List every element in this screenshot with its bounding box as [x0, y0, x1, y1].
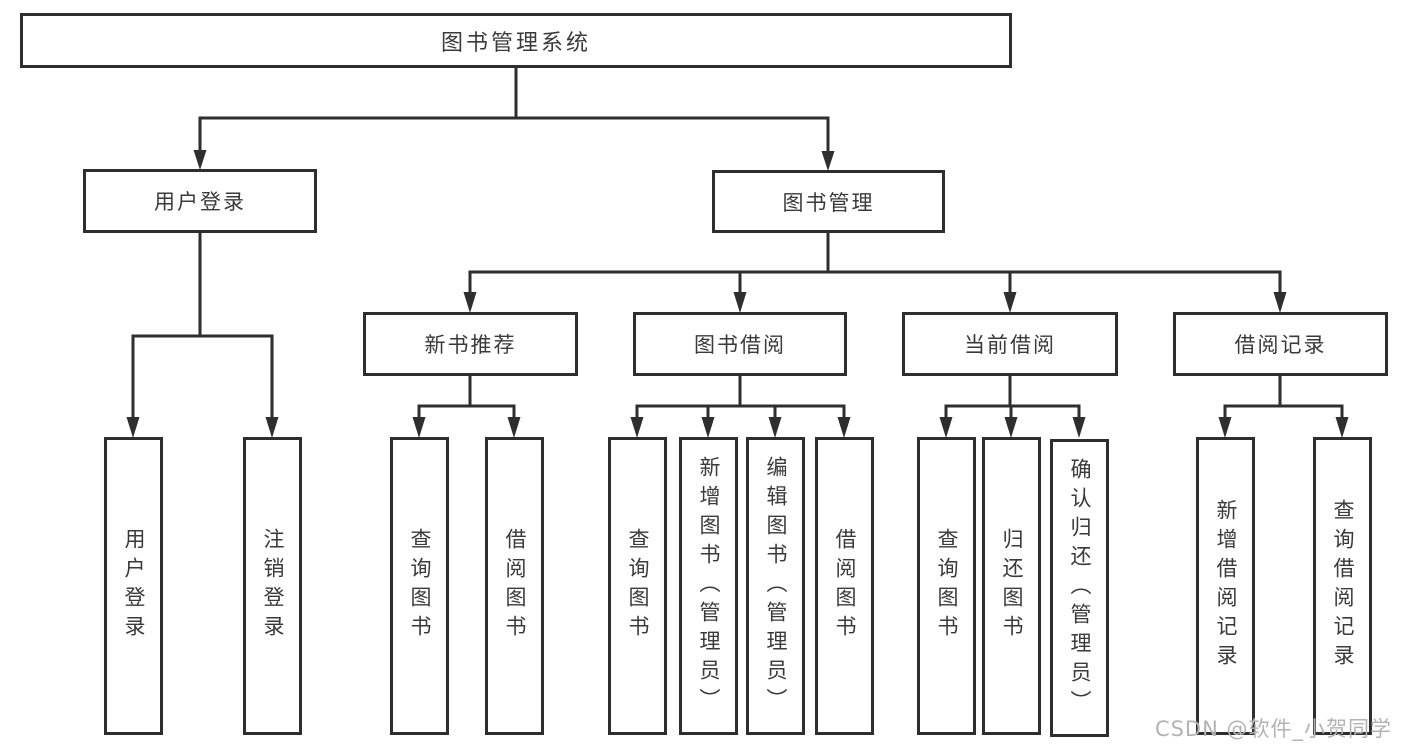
leaf-return-books: 归还图书 [982, 437, 1041, 735]
leaf-borrow-books-label: 借阅图书 [833, 528, 857, 644]
leaf-query-books-borrow-label: 查询图书 [626, 528, 650, 644]
connector-new-book-recommend-to-leaves [412, 374, 521, 438]
node-library-management-system: 图书管理系统 [20, 13, 1012, 68]
leaf-borrow-books: 借阅图书 [815, 437, 874, 735]
leaf-query-books-current: 查询图书 [917, 437, 976, 735]
leaf-query-books-current-label: 查询图书 [935, 528, 959, 644]
csdn-watermark: CSDN @软件_小贺同学 [1154, 717, 1392, 741]
leaf-add-borrow-record: 新增借阅记录 [1196, 437, 1255, 735]
node-book-borrowing: 图书借阅 [633, 312, 847, 376]
leaf-add-books-admin: 新增图书（管理员） [679, 437, 738, 735]
leaf-logout-login-label: 注销登录 [261, 528, 285, 644]
node-new-book-recommend: 新书推荐 [363, 312, 578, 376]
leaf-return-books-label: 归还图书 [1000, 528, 1024, 644]
leaf-user-login-label: 用户登录 [122, 528, 146, 644]
node-library-management-system-label: 图书管理系统 [440, 30, 591, 56]
leaf-user-login: 用户登录 [104, 437, 163, 735]
connector-user-login-to-leaves [126, 231, 279, 438]
leaf-edit-books-admin-label: 编辑图书（管理员） [764, 455, 788, 717]
connector-borrowing-records-to-leaves [1218, 374, 1349, 438]
leaf-edit-books-admin: 编辑图书（管理员） [746, 437, 805, 735]
leaf-borrow-books-recommend-label: 借阅图书 [503, 528, 527, 644]
connector-book-management-to-level3 [463, 231, 1287, 313]
leaf-add-borrow-record-label: 新增借阅记录 [1214, 499, 1238, 673]
node-new-book-recommend-label: 新书推荐 [424, 333, 517, 357]
node-current-borrowing: 当前借阅 [902, 312, 1118, 376]
leaf-query-books-borrow: 查询图书 [608, 437, 667, 735]
leaf-query-books-recommend: 查询图书 [390, 437, 449, 735]
node-book-borrowing-label: 图书借阅 [694, 333, 786, 357]
connector-current-borrowing-to-leaves [939, 374, 1086, 438]
node-borrowing-records-label: 借阅记录 [1234, 333, 1327, 357]
leaf-confirm-return-admin-label: 确认归还（管理员） [1068, 457, 1092, 719]
leaf-logout-login: 注销登录 [243, 437, 302, 735]
node-book-management: 图书管理 [712, 170, 945, 233]
leaf-confirm-return-admin: 确认归还（管理员） [1050, 439, 1109, 737]
connector-book-borrowing-to-leaves [630, 374, 851, 438]
leaf-query-borrow-record-label: 查询借阅记录 [1331, 499, 1355, 673]
connector-root-to-level2 [193, 65, 835, 171]
node-current-borrowing-label: 当前借阅 [964, 333, 1056, 357]
leaf-query-books-recommend-label: 查询图书 [408, 528, 432, 644]
node-user-login: 用户登录 [83, 169, 317, 233]
node-book-management-label: 图书管理 [782, 190, 875, 215]
node-borrowing-records: 借阅记录 [1173, 312, 1388, 376]
node-user-login-label: 用户登录 [154, 190, 246, 214]
leaf-query-borrow-record: 查询借阅记录 [1313, 437, 1372, 735]
leaf-add-books-admin-label: 新增图书（管理员） [697, 455, 721, 717]
leaf-borrow-books-recommend: 借阅图书 [485, 437, 544, 735]
